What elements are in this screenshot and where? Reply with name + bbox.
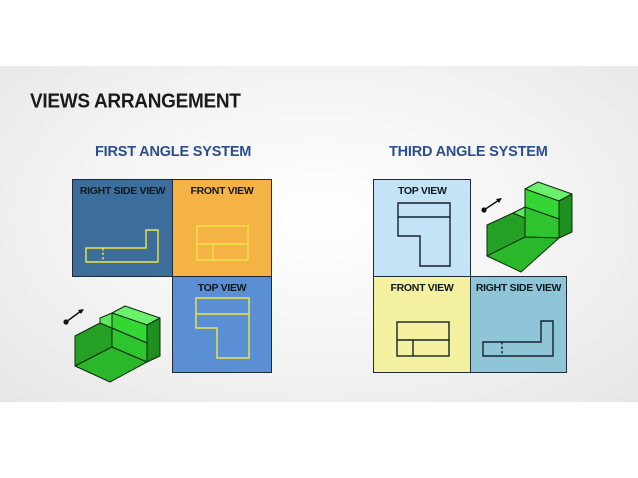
drawings-layer: [63, 181, 573, 383]
first-right-side-view-box: RIGHT SIDE VIEW: [72, 179, 173, 277]
third-right-side-view-label: RIGHT SIDE VIEW: [475, 282, 562, 294]
first-right-side-profile: [85, 229, 159, 263]
third-right-side-profile: [482, 320, 554, 357]
third-angle-title: THIRD ANGLE SYSTEM: [389, 144, 548, 160]
first-front-view-label: FRONT VIEW: [190, 185, 254, 197]
third-right-side-view-box: RIGHT SIDE VIEW: [470, 276, 567, 373]
page-title: VIEWS ARRANGEMENT: [30, 90, 241, 113]
first-angle-title: FIRST ANGLE SYSTEM: [95, 144, 252, 160]
first-right-side-view-label: RIGHT SIDE VIEW: [79, 185, 166, 197]
third-front-view-label: FRONT VIEW: [390, 282, 454, 294]
first-front-profile: [196, 225, 249, 261]
first-top-profile: [195, 297, 250, 359]
slide: VIEWS ARRANGEMENT FIRST ANGLE SYSTEM THI…: [0, 66, 638, 402]
third-front-view-box: FRONT VIEW: [373, 276, 471, 373]
first-top-view-label: TOP VIEW: [197, 282, 247, 294]
isometric-block-icon: [74, 305, 161, 383]
viewing-direction-arrow-icon: [481, 198, 502, 213]
third-top-profile: [397, 202, 451, 267]
isometric-block-icon: [486, 181, 573, 273]
third-top-view-box: TOP VIEW: [373, 179, 471, 277]
first-top-view-box: TOP VIEW: [172, 276, 272, 373]
viewing-direction-arrow-icon: [63, 309, 84, 325]
third-top-view-label: TOP VIEW: [398, 185, 447, 197]
third-front-profile: [396, 321, 450, 357]
